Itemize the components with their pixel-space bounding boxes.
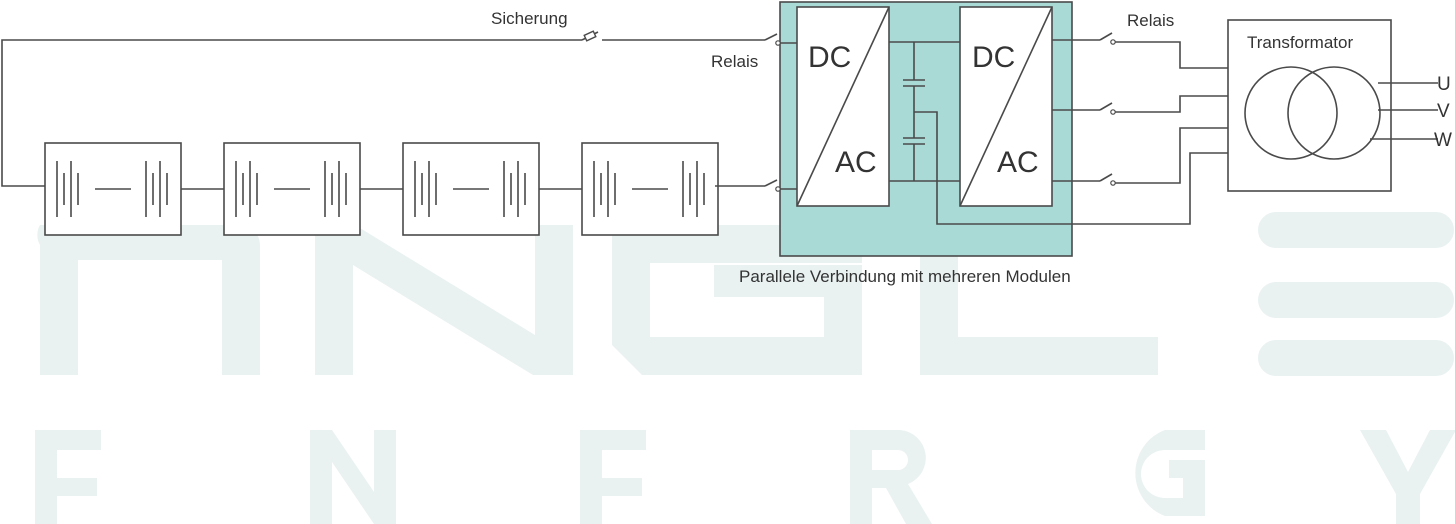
battery-module <box>581 142 719 236</box>
transformer-label: Transformator <box>1247 33 1353 52</box>
battery-string <box>44 142 719 236</box>
relay-right-label: Relais <box>1127 11 1174 30</box>
transformer <box>1227 19 1438 192</box>
battery-module <box>223 142 361 236</box>
converter-2-bottom-label: AC <box>997 146 1039 179</box>
fuse-label: Sicherung <box>491 9 568 28</box>
fuse-wire <box>1 30 765 187</box>
relay-left-label: Relais <box>711 52 758 71</box>
watermark-logo <box>35 212 1455 524</box>
output-w-label: W <box>1434 130 1452 151</box>
battery-module <box>402 142 540 236</box>
converter-2-top-label: DC <box>972 41 1015 74</box>
output-u-label: U <box>1437 74 1451 95</box>
relay-right-group <box>1052 32 1258 186</box>
dc-ac-converter-1: DC AC <box>796 6 890 207</box>
relay-left-top <box>764 33 798 46</box>
converter-1-bottom-label: AC <box>835 146 877 179</box>
dc-ac-converter-2: DC AC <box>959 6 1053 207</box>
battery-module <box>44 142 182 236</box>
module-caption: Parallele Verbindung mit mehreren Module… <box>739 267 1071 286</box>
relay-left-bottom <box>715 179 798 192</box>
converter-1-top-label: DC <box>808 41 851 74</box>
output-v-label: V <box>1437 101 1450 122</box>
dc-link-capacitors <box>889 41 1245 225</box>
